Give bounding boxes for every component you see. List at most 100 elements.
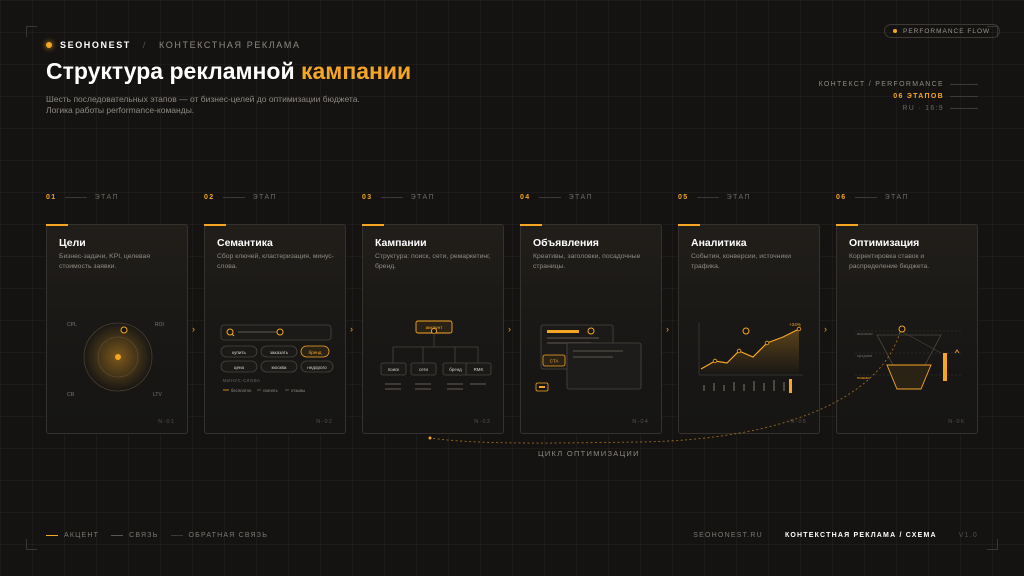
meta-format: RU · 16:9 — [902, 105, 944, 112]
page-subtitle: Шесть последовательных этапов — от бизне… — [46, 94, 466, 116]
chevron-right-icon: › — [350, 324, 353, 334]
stage-number: 03 — [362, 194, 373, 201]
legend: АКЦЕНТ СВЯЗЬ ОБРАТНАЯ СВЯЗЬ — [46, 532, 268, 539]
kpi-label: CR — [67, 392, 75, 398]
bid-adjust-line — [900, 330, 942, 354]
frame-corner — [26, 26, 37, 37]
stage-card-ads[interactable]: Объявления Креативы, заголовки, посадочн… — [520, 224, 662, 434]
ad-creative-diagram: CTA — [535, 324, 642, 392]
ad-headline-bar — [547, 330, 579, 333]
campaign-node — [380, 362, 407, 376]
funnel-bottom — [886, 364, 932, 390]
chip-label: заказать — [270, 350, 289, 355]
card-accent-bar — [520, 224, 542, 226]
stage-word: ЭТАП — [568, 194, 593, 201]
card-title: Аналитика — [691, 237, 747, 249]
budget-funnel-diagram: высокая средняя низкая — [855, 325, 961, 390]
stage-number: 05 — [678, 194, 689, 201]
stage-word: ЭТАП — [252, 194, 277, 201]
optimization-loop-label: ЦИКЛ ОПТИМИЗАЦИИ — [538, 449, 640, 458]
minus-words-label: МИНУС-СЛОВА — [223, 378, 261, 383]
target-ring-inner — [97, 336, 139, 378]
performance-flow-badge: PERFORMANCE FLOW — [884, 24, 1000, 38]
chip-label: купить — [232, 350, 247, 355]
frame-corner — [26, 539, 37, 550]
stage-card-analytics[interactable]: Аналитика События, конверсии, источники … — [678, 224, 820, 434]
legend-item: АКЦЕНТ — [46, 532, 99, 539]
minus-word: отзывы — [291, 388, 305, 393]
cursor-box-fill — [539, 386, 545, 388]
card-code: N-05 — [790, 419, 807, 425]
budget-bar — [943, 353, 947, 381]
stage-label-5: 05 ЭТАП — [678, 194, 751, 201]
stage-label-3: 03 ЭТАП — [362, 194, 435, 201]
title-main: Структура рекламной — [46, 58, 301, 84]
landing-page-preview — [566, 342, 642, 390]
stage-card-campaigns[interactable]: Кампании Структура: поиск, сети, ремарке… — [362, 224, 504, 434]
card-code: N-01 — [158, 419, 175, 425]
node-icon — [430, 327, 438, 335]
card-accent-bar — [204, 224, 226, 226]
stage-card-goals[interactable]: Цели Бизнес-задачи, KPI, целевая стоимос… — [46, 224, 188, 434]
card-code: N-04 — [632, 419, 649, 425]
legend-label: СВЯЗЬ — [129, 532, 159, 539]
target-node-icon — [120, 326, 128, 334]
landing-text-line — [573, 356, 613, 358]
stage-label-2: 02 ЭТАП — [204, 194, 277, 201]
stage-number: 06 — [836, 194, 847, 201]
node-icon — [276, 328, 284, 336]
chevron-right-icon: › — [192, 324, 195, 334]
search-placeholder-bar — [238, 331, 278, 333]
search-icon-handle — [231, 333, 235, 337]
volume-bars — [703, 380, 785, 391]
chevron-right-icon: › — [666, 324, 669, 334]
chip-label: москва — [272, 365, 287, 370]
card-description: Бизнес-задачи, KPI, целевая стоимость за… — [59, 253, 151, 270]
chevron-right-icon: › — [508, 324, 511, 334]
stage-word: ЭТАП — [94, 194, 119, 201]
campaign-node-label: бренд — [449, 367, 462, 372]
stage-word: ЭТАП — [410, 194, 435, 201]
tier-label: низкая — [857, 375, 870, 380]
target-center — [115, 354, 121, 360]
card-accent-bar — [362, 224, 384, 226]
minus-word: скачать — [263, 388, 279, 393]
ad-group-placeholders — [385, 383, 486, 390]
funnel-outline — [876, 334, 942, 366]
meta-rule — [950, 108, 978, 109]
card-title: Кампании — [375, 237, 427, 249]
campaign-tree-diagram: аккаунт поиск сети бренд RMK — [380, 320, 492, 390]
stage-number: 02 — [204, 194, 215, 201]
stage-number: 01 — [46, 194, 57, 201]
keyword-chip — [260, 345, 298, 358]
card-accent-bar — [46, 224, 68, 226]
stage-number: 04 — [520, 194, 531, 201]
goals-target-diagram: CPL ROI CR LTV — [67, 322, 164, 398]
tree-connectors — [392, 333, 479, 363]
card-title: Цели — [59, 237, 86, 249]
stage-word: ЭТАП — [884, 194, 909, 201]
card-accent-bar — [678, 224, 700, 226]
tier-label: высокая — [857, 331, 873, 336]
analytics-chart: +34% — [698, 322, 803, 393]
keyword-chip-active — [300, 345, 330, 358]
stage-word: ЭТАП — [726, 194, 751, 201]
badge-dot-icon — [893, 29, 897, 33]
card-code: N-03 — [474, 419, 491, 425]
brand-separator: / — [142, 40, 148, 50]
chevron-right-icon: › — [824, 324, 827, 334]
card-title: Оптимизация — [849, 237, 920, 249]
search-icon — [226, 328, 234, 336]
meta-rule — [950, 84, 978, 85]
keyword-chip — [220, 345, 258, 358]
brand-section: КОНТЕКСТНАЯ РЕКЛАМА — [159, 40, 301, 50]
footer-version: V1.0 — [958, 532, 978, 539]
stage-card-optimization[interactable]: Оптимизация Корректировка ставок и распр… — [836, 224, 978, 434]
meta-stage-count: 06 ЭТАПОВ — [893, 93, 944, 100]
card-description: Структура: поиск, сети, ремаркетинг, бре… — [375, 253, 491, 270]
legend-label: АКЦЕНТ — [64, 532, 100, 539]
title-accent: кампании — [301, 58, 412, 84]
stage-label-6: 06 ЭТАП — [836, 194, 909, 201]
legend-swatch — [170, 535, 183, 536]
stage-card-semantics[interactable]: Семантика Сбор ключей, кластеризация, ми… — [204, 224, 346, 434]
